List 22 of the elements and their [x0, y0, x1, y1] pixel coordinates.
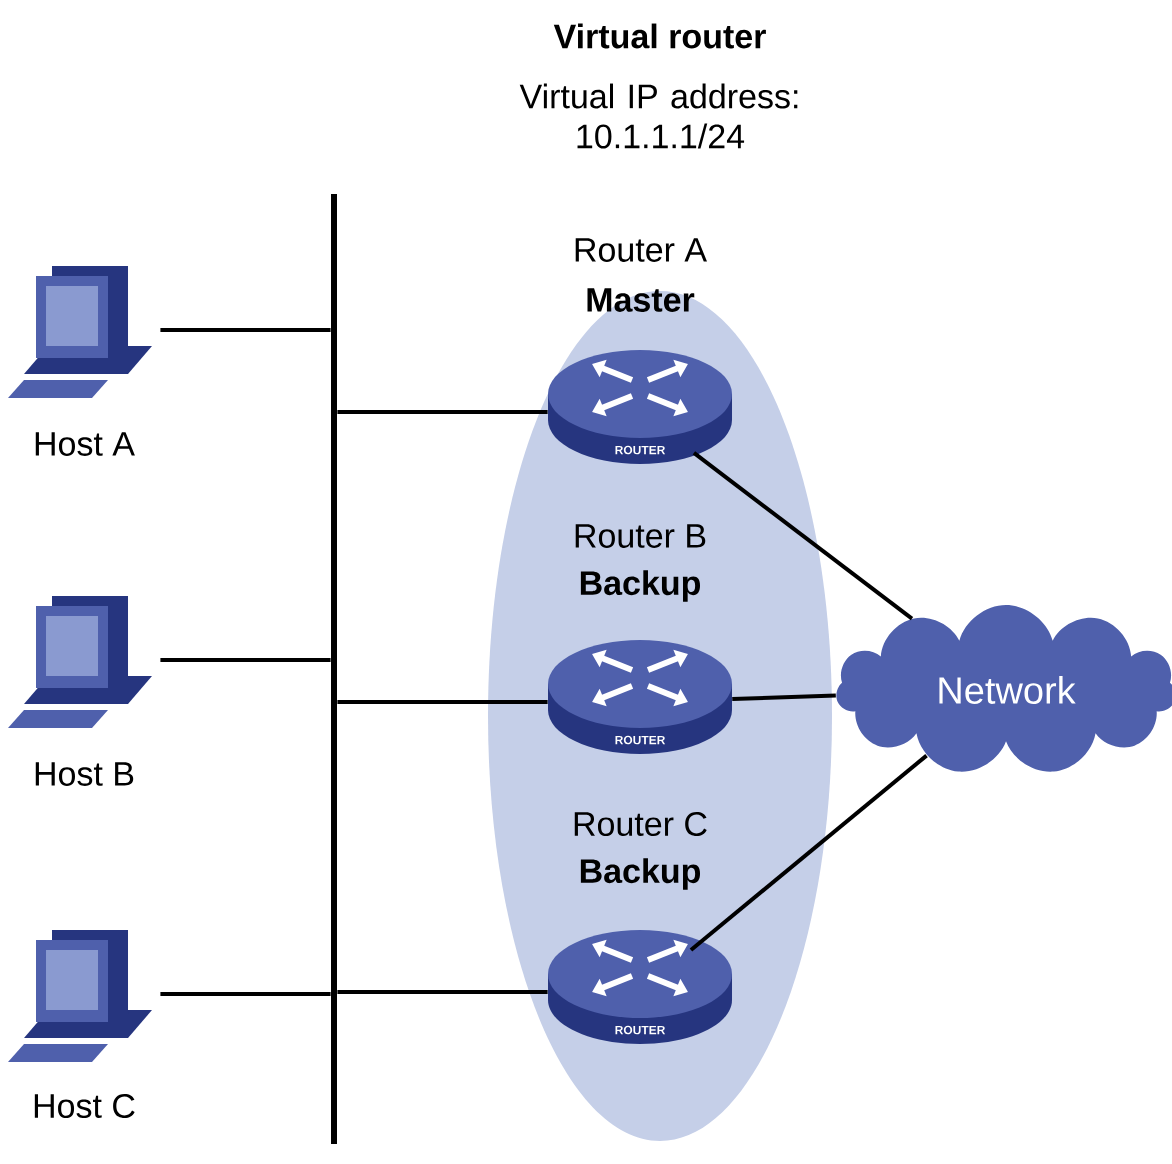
bus-line: [331, 194, 337, 1144]
link-line: [160, 658, 331, 662]
host-label: Host A: [35, 432, 135, 456]
host-label: Host C: [34, 1093, 135, 1119]
link-line: [160, 992, 331, 996]
link-line: [689, 754, 928, 952]
host-label: Host B: [35, 762, 134, 786]
router-name: Router A: [575, 238, 707, 262]
link-line: [160, 328, 331, 332]
router-name: Router C: [574, 811, 707, 837]
ip-address-label: Virtual IP address: 10.1.1.1/24: [519, 83, 798, 149]
link-line: [337, 700, 548, 704]
link-line: [337, 410, 548, 414]
router-role: Backup: [580, 858, 700, 890]
router-role: Master: [587, 288, 695, 312]
link-line: [732, 693, 836, 701]
router-role: Backup: [580, 570, 700, 602]
group-title: Virtual router: [553, 23, 766, 49]
router-name: Router B: [575, 524, 706, 548]
link-line: [692, 451, 914, 621]
network-cloud: Network: [836, 605, 1172, 772]
link-line: [337, 990, 548, 994]
